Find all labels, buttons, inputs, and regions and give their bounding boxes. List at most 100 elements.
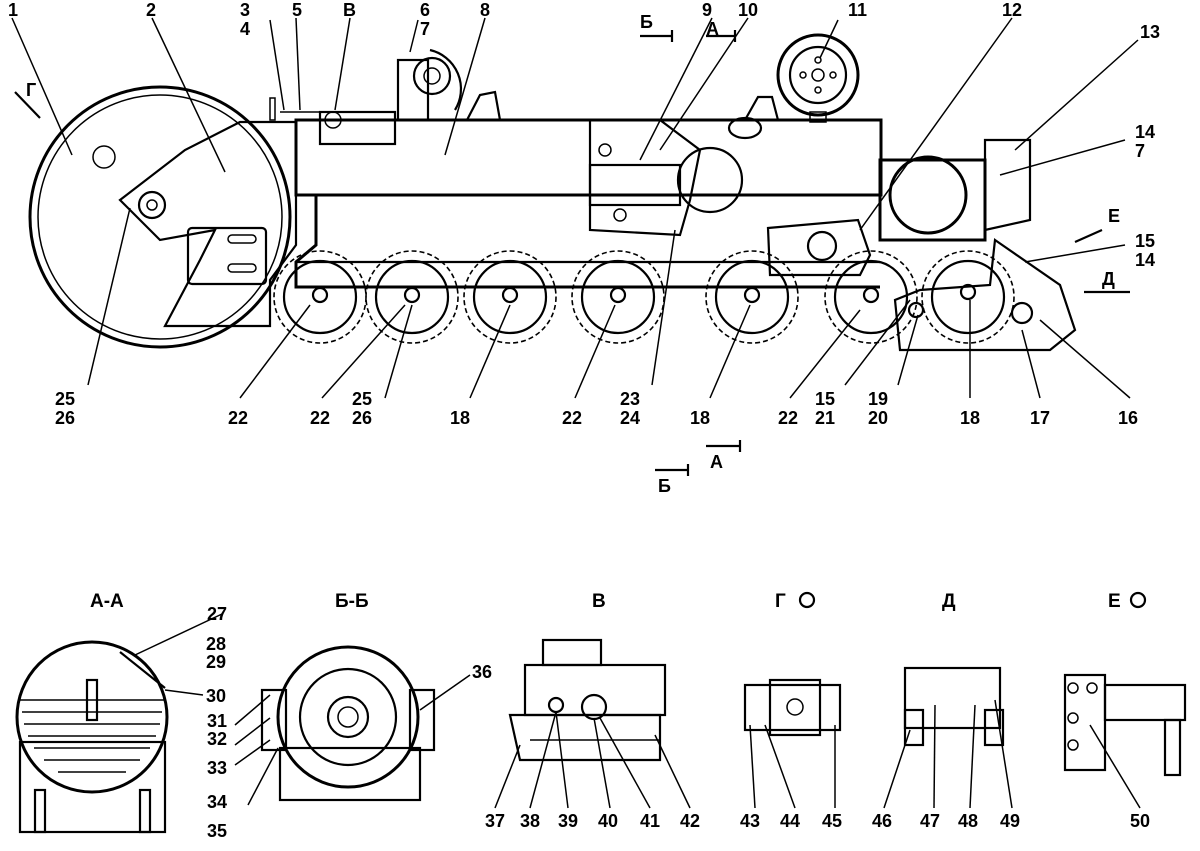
label-22c: 22 xyxy=(562,408,582,428)
label-21: 21 xyxy=(815,408,835,428)
label-40: 40 xyxy=(598,811,618,831)
label-v-marker: В xyxy=(343,0,356,20)
title-aa: А-А xyxy=(90,591,124,612)
valve-device xyxy=(396,58,430,122)
label-25b: 25 xyxy=(352,389,372,409)
label-13: 13 xyxy=(1140,22,1160,42)
label-43: 43 xyxy=(740,811,760,831)
label-38: 38 xyxy=(520,811,540,831)
section-v-detail xyxy=(508,713,662,762)
label-19: 19 xyxy=(868,389,888,409)
section-aa-drum xyxy=(15,640,169,794)
label-7b: 7 xyxy=(1135,141,1145,161)
label-39: 39 xyxy=(558,811,578,831)
road-wheels xyxy=(273,250,1015,344)
tension-arm xyxy=(118,120,298,328)
label-2: 2 xyxy=(146,0,156,20)
label-12: 12 xyxy=(1002,0,1022,20)
title-bb: Б-Б xyxy=(335,591,369,612)
label-18b: 18 xyxy=(690,408,710,428)
section-e-detail xyxy=(1063,673,1107,772)
drive-drum xyxy=(888,155,968,235)
label-29: 29 xyxy=(206,652,226,672)
label-14: 14 xyxy=(1135,122,1155,142)
title-e: Е xyxy=(1108,591,1121,612)
label-32: 32 xyxy=(207,729,227,749)
label-44: 44 xyxy=(780,811,800,831)
label-15b: 15 xyxy=(815,389,835,409)
label-10: 10 xyxy=(738,0,758,20)
label-15a: 15 xyxy=(1135,231,1155,251)
callout-labels-main: 1 2 3 4 5 В 6 7 8 Б А 9 10 11 12 13 14 7… xyxy=(8,0,1160,496)
label-8: 8 xyxy=(480,0,490,20)
label-49: 49 xyxy=(1000,811,1020,831)
label-47: 47 xyxy=(920,811,940,831)
label-42: 42 xyxy=(680,811,700,831)
label-22a: 22 xyxy=(228,408,248,428)
label-18a: 18 xyxy=(450,408,470,428)
label-46: 46 xyxy=(872,811,892,831)
label-4: 4 xyxy=(240,19,250,39)
label-26a: 26 xyxy=(55,408,75,428)
callout-labels-sections: 27 28 29 30 31 32 33 34 35 36 37 38 39 4… xyxy=(206,604,1150,841)
gear-cutout xyxy=(588,118,702,237)
label-5: 5 xyxy=(292,0,302,20)
label-31: 31 xyxy=(207,711,227,731)
section-a-marker-top: А xyxy=(706,19,719,39)
label-30: 30 xyxy=(206,686,226,706)
label-27: 27 xyxy=(207,604,227,624)
label-35: 35 xyxy=(207,821,227,841)
label-16: 16 xyxy=(1118,408,1138,428)
leader-lines xyxy=(11,17,1139,399)
label-25a: 25 xyxy=(55,389,75,409)
section-g-detail xyxy=(743,683,842,732)
label-23: 23 xyxy=(620,389,640,409)
rotate-symbol-icon xyxy=(798,591,816,609)
section-a-marker-bottom: А xyxy=(710,452,723,472)
idler-wheel xyxy=(28,85,292,349)
label-26b: 26 xyxy=(352,408,372,428)
view-v-device xyxy=(318,110,397,146)
view-g-marker: Г xyxy=(26,80,36,100)
rotate-symbol-icon xyxy=(1129,591,1147,609)
section-bb-drum xyxy=(276,645,420,789)
label-22d: 22 xyxy=(778,408,798,428)
view-e-marker: Е xyxy=(1108,206,1120,226)
label-6: 6 xyxy=(420,0,430,20)
title-g: Г xyxy=(775,591,786,612)
label-50: 50 xyxy=(1130,811,1150,831)
label-48: 48 xyxy=(958,811,978,831)
label-22b: 22 xyxy=(310,408,330,428)
label-45: 45 xyxy=(822,811,842,831)
label-41: 41 xyxy=(640,811,660,831)
label-11: 11 xyxy=(848,0,867,20)
title-v: В xyxy=(592,591,606,612)
frame-beam xyxy=(294,118,883,197)
section-b-marker-bottom: Б xyxy=(658,476,671,496)
label-14b: 14 xyxy=(1135,250,1155,270)
label-28: 28 xyxy=(206,634,226,654)
label-7: 7 xyxy=(420,19,430,39)
label-36: 36 xyxy=(472,662,492,682)
section-views xyxy=(15,613,1187,834)
label-3: 3 xyxy=(240,0,250,20)
label-24: 24 xyxy=(620,408,640,428)
label-17: 17 xyxy=(1030,408,1050,428)
label-34: 34 xyxy=(207,792,227,812)
label-18c: 18 xyxy=(960,408,980,428)
section-b-marker-top: Б xyxy=(640,12,653,32)
label-37: 37 xyxy=(485,811,505,831)
label-20: 20 xyxy=(868,408,888,428)
view-d-marker: Д xyxy=(1102,269,1115,289)
label-1: 1 xyxy=(8,0,18,20)
label-9: 9 xyxy=(702,0,712,20)
rear-plough xyxy=(893,238,1077,352)
label-33: 33 xyxy=(207,758,227,778)
bracket-plate xyxy=(766,218,872,277)
section-d-detail xyxy=(903,666,1002,730)
top-wheel xyxy=(776,33,860,117)
main-side-view xyxy=(11,17,1139,476)
title-d: Д xyxy=(942,591,956,612)
section-titles: А-А Б-Б В Г Д Е xyxy=(90,591,1147,612)
